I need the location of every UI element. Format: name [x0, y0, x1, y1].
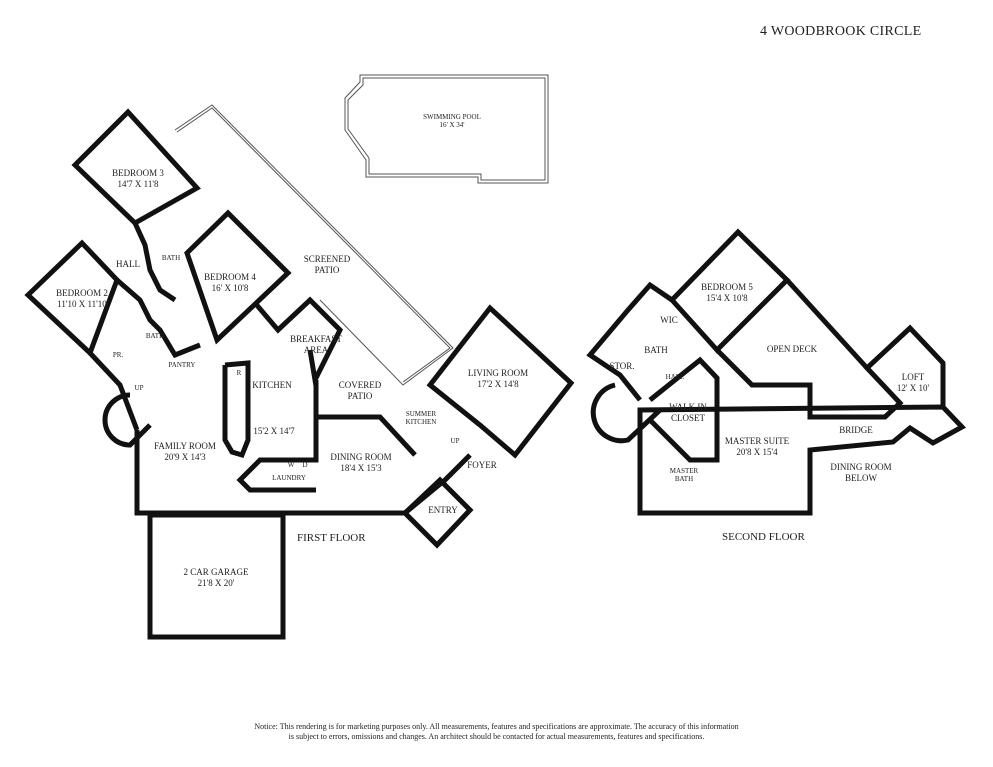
label-bath: BATH: [145, 332, 165, 340]
label-bath: BATH: [161, 254, 181, 262]
label-stairs-up: UP: [134, 384, 144, 392]
room-bedroom-4: BEDROOM 416' x 10'8: [204, 272, 256, 293]
swimming-pool: [344, 74, 549, 184]
label-dryer: D: [302, 461, 308, 469]
disclaimer-notice: Notice: This rendering is for marketing …: [0, 722, 993, 742]
label-hall: HALL: [665, 373, 685, 381]
label-wic: WIC: [660, 315, 678, 325]
label-pantry: PANTRY: [168, 361, 196, 369]
property-title: 4 WOODBROOK CIRCLE: [760, 24, 922, 39]
label-storage: STOR.: [609, 361, 635, 371]
first-floor-walls: [24, 108, 575, 640]
screened-patio: [174, 104, 454, 386]
label-refrigerator: R: [236, 369, 242, 377]
second-floor-label: SECOND FLOOR: [722, 531, 805, 543]
notice-line-1: Notice: This rendering is for marketing …: [254, 722, 739, 731]
label-stairs-up: UP: [450, 437, 460, 445]
room-kitchen-size: 15'2 x 14'7: [253, 426, 295, 436]
room-bedroom-3: BEDROOM 314'7 x 11'8: [112, 168, 164, 189]
second-floor-walls: [586, 228, 967, 516]
label-laundry: LAUNDRY: [272, 474, 306, 482]
room-bedroom-2: BEDROOM 211'10 x 11'10: [56, 288, 108, 309]
label-foyer: FOYER: [467, 460, 497, 470]
notice-line-2: is subject to errors, omissions and chan…: [288, 732, 705, 741]
label-open-deck: OPEN DECK: [766, 344, 818, 354]
label-hall: HALL: [116, 259, 140, 269]
label-bath: BATH: [644, 345, 668, 355]
label-entry: ENTRY: [428, 505, 458, 515]
label-washer: W: [287, 461, 295, 469]
label-powder-room: PR.: [112, 351, 124, 359]
label-bridge: BRIDGE: [839, 425, 873, 435]
room-bedroom-5: BEDROOM 515'4 x 10'8: [701, 282, 753, 303]
first-floor-label: FIRST FLOOR: [297, 532, 366, 544]
room-kitchen-name: KITCHEN: [252, 380, 292, 390]
